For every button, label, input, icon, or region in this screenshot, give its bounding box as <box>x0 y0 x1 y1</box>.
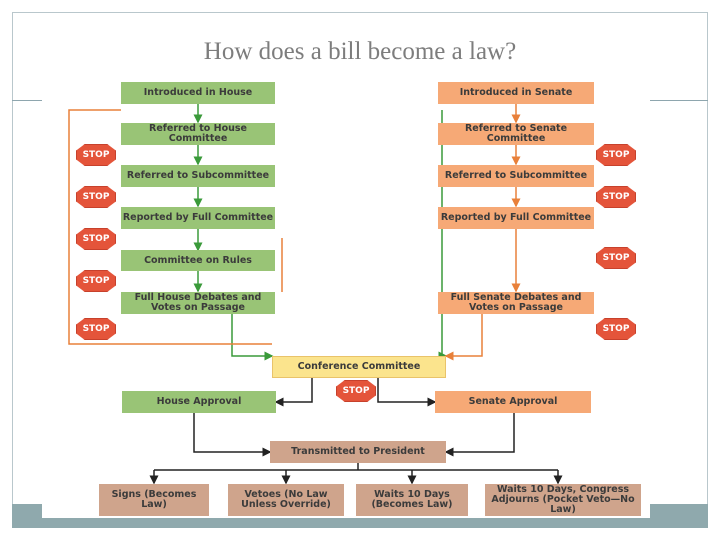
house-step-reported: Reported by Full Committee <box>121 207 275 229</box>
house-step-rules: Committee on Rules <box>121 250 275 271</box>
stop-sign-house-debates: STOP <box>76 318 116 340</box>
title-rule-left <box>12 100 42 101</box>
senate-step-committee: Referred to Senate Committee <box>438 123 594 145</box>
stop-sign-house-reported: STOP <box>76 228 116 250</box>
outcome-vetoes: Vetoes (No Law Unless Override) <box>228 484 344 516</box>
senate-step-subcommittee: Referred to Subcommittee <box>438 165 594 187</box>
senate-step-reported: Reported by Full Committee <box>438 207 594 229</box>
house-step-introduced: Introduced in House <box>121 82 275 104</box>
transmitted-to-president: Transmitted to President <box>270 441 446 463</box>
bill-flowchart: Introduced in House Referred to House Co… <box>42 78 650 518</box>
stop-sign-senate-reported: STOP <box>596 247 636 269</box>
house-step-debates: Full House Debates and Votes on Passage <box>121 292 275 314</box>
outcome-signs: Signs (Becomes Law) <box>99 484 209 516</box>
stop-sign-house-rules: STOP <box>76 270 116 292</box>
house-step-subcommittee: Referred to Subcommittee <box>121 165 275 187</box>
senate-step-introduced: Introduced in Senate <box>438 82 594 104</box>
senate-step-debates: Full Senate Debates and Votes on Passage <box>438 292 594 314</box>
stop-sign-senate-debates: STOP <box>596 318 636 340</box>
outcome-pocket-veto: Waits 10 Days, Congress Adjourns (Pocket… <box>485 484 641 516</box>
senate-approval: Senate Approval <box>435 391 591 413</box>
stop-sign-conference: STOP <box>336 380 376 402</box>
conference-committee: Conference Committee <box>272 356 446 378</box>
stop-sign-senate-subcommittee: STOP <box>596 186 636 208</box>
stop-sign-house-committee: STOP <box>76 144 116 166</box>
outcome-waits-10-days: Waits 10 Days (Becomes Law) <box>356 484 468 516</box>
house-approval: House Approval <box>122 391 276 413</box>
stop-sign-house-subcommittee: STOP <box>76 186 116 208</box>
slide-title: How does a bill become a law? <box>203 38 517 65</box>
title-rule-right <box>650 100 708 101</box>
house-step-committee: Referred to House Committee <box>121 123 275 145</box>
stop-sign-senate-committee: STOP <box>596 144 636 166</box>
